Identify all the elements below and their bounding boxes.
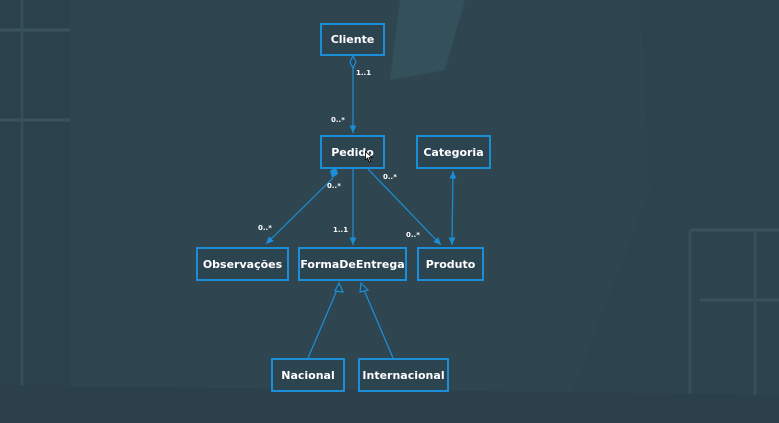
class-box-pedido[interactable]: Pedido — [320, 135, 385, 169]
connector-nacional-generalization — [307, 289, 338, 359]
connector-pedido-observacoes — [265, 177, 334, 245]
multiplicity-label: 0..* — [327, 182, 341, 190]
class-box-nacional[interactable]: Nacional — [271, 358, 345, 392]
class-box-cliente[interactable]: Cliente — [320, 23, 385, 56]
class-label: Internacional — [362, 368, 445, 382]
multiplicity-label: 0..* — [258, 224, 272, 232]
bg-streak-top — [390, 0, 465, 80]
mouse-cursor-icon — [365, 151, 373, 163]
class-box-produto[interactable]: Produto — [417, 247, 484, 281]
connector-internacional-generalization — [363, 289, 394, 359]
composition-diamond-icon — [330, 167, 338, 178]
multiplicity-label: 1..1 — [333, 226, 349, 234]
class-label: Pedido — [331, 145, 374, 159]
bg-panel-left — [0, 0, 70, 423]
multiplicity-label: 0..* — [331, 116, 345, 124]
aggregation-diamond-icon — [349, 54, 357, 70]
class-label: Categoria — [423, 145, 484, 159]
class-box-categoria[interactable]: Categoria — [416, 135, 491, 169]
class-label: FormaDeEntrega — [300, 257, 405, 271]
multiplicity-label: 0..* — [406, 231, 420, 239]
class-label: Cliente — [330, 33, 375, 46]
bg-panel-right — [560, 0, 779, 423]
class-label: Produto — [425, 257, 476, 271]
generalization-triangle-icon — [334, 281, 344, 293]
multiplicity-label: 1..1 — [356, 69, 372, 77]
class-box-observacoes[interactable]: Observações — [196, 247, 289, 281]
class-label: Observações — [202, 257, 283, 271]
class-box-internacional[interactable]: Internacional — [358, 358, 449, 392]
generalization-triangle-icon — [359, 281, 370, 293]
connector-categoria-produto — [448, 170, 457, 246]
class-label: Nacional — [281, 368, 335, 382]
class-box-formadeentrega[interactable]: FormaDeEntrega — [298, 247, 407, 281]
connector-pedido-produto — [367, 168, 442, 246]
multiplicity-label: 0..* — [383, 173, 397, 181]
